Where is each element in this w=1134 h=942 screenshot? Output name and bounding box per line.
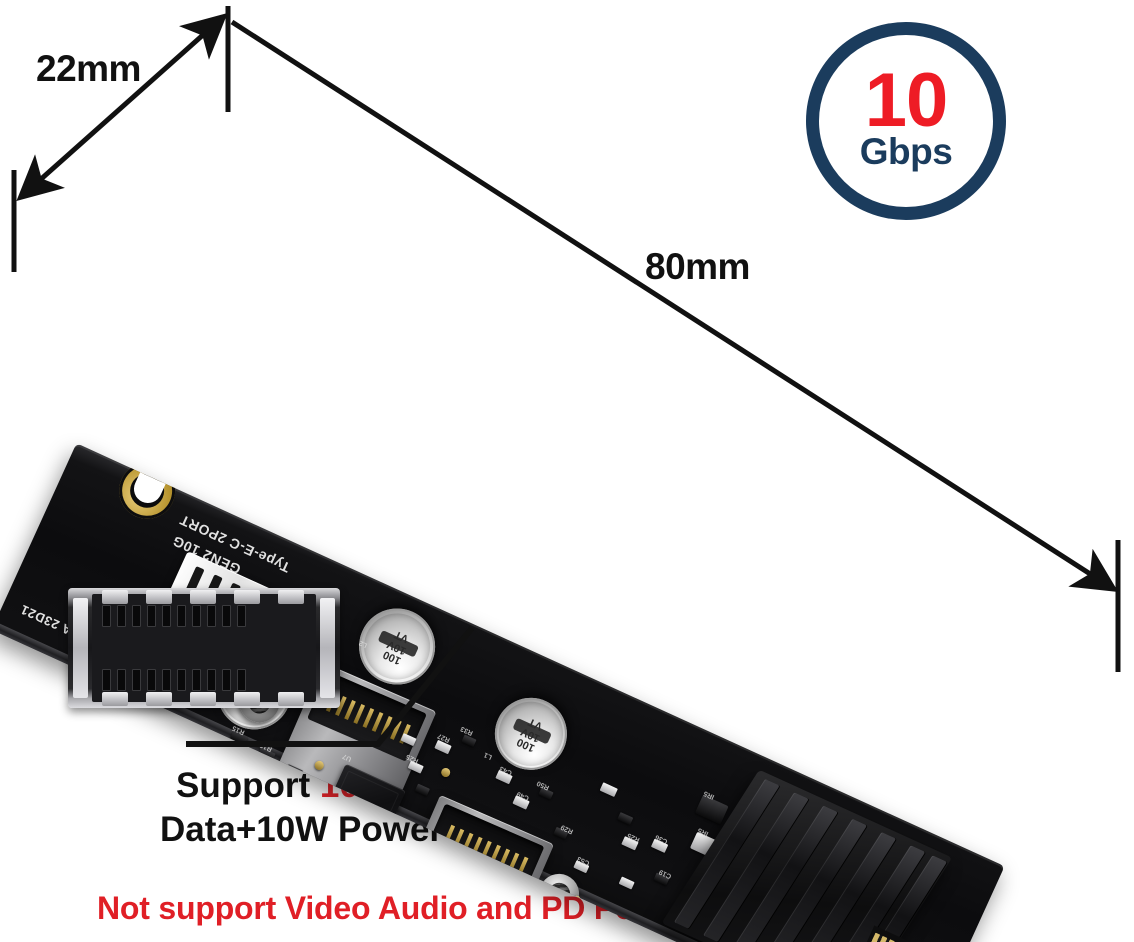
connector-pin-row-top bbox=[102, 604, 306, 628]
callout-power-line: Data+10W Power bbox=[160, 810, 444, 849]
height-dimension-label: 22mm bbox=[36, 48, 141, 89]
electrolytic-capacitor: 100 10V VT bbox=[483, 686, 579, 782]
callout-support-prefix: Support bbox=[176, 766, 320, 805]
speed-badge-value: 10 bbox=[864, 57, 949, 143]
type-e-connector-closeup bbox=[68, 588, 340, 708]
pcb-assembly: Type-E-C 2PORT GEN2 10G PH692 VER:1.1 MA… bbox=[0, 146, 1116, 942]
connector-right-latch bbox=[320, 598, 335, 698]
connector-pin-row-bottom bbox=[102, 668, 306, 692]
connector-body bbox=[92, 594, 316, 702]
connector-left-latch bbox=[73, 598, 88, 698]
